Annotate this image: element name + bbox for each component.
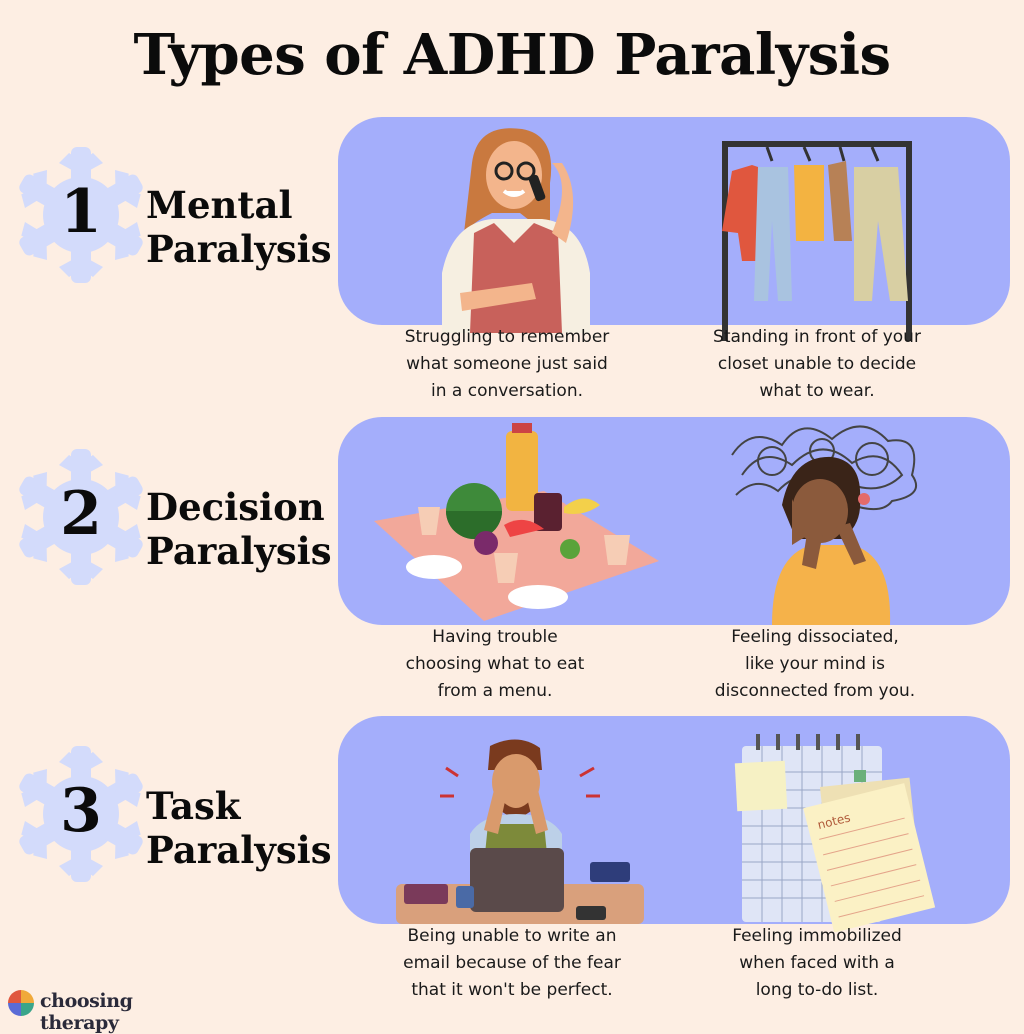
section-heading: Mental Paralysis [146,183,336,271]
page-title: Types of ADHD Paralysis [133,22,891,88]
heading-line-1: Mental [146,183,293,227]
notes-calendar-illustration: notes [734,734,936,932]
heading-line-2: Paralysis [146,227,332,271]
brand-logo: choosing therapy [6,986,206,1034]
section-number: 3 [60,776,102,846]
section-number: 2 [60,479,102,549]
logo-icon [8,990,34,1016]
overwhelmed-woman-illustration [731,425,917,625]
snowflake-icon [19,449,143,585]
snowflake-badge: 3 [18,744,144,884]
section-mental-paralysis: 1 Mental Paralysis Struggling to remembe… [0,117,1024,417]
heading-line-2: Paralysis [146,529,332,573]
woman-on-phone-illustration [442,128,590,333]
caption: Struggling to remember what someone just… [404,327,610,401]
heading-line-2: Paralysis [146,828,332,872]
heading-line-1: Task [146,784,241,828]
section-task-paralysis: 3 Task Paralysis [0,716,1024,1016]
stressed-man-illustration [396,739,644,924]
snowflake-badge: 1 [18,145,144,285]
picnic-spread-illustration [374,423,659,621]
snowflake-icon [19,147,143,283]
section-number: 1 [60,177,102,247]
caption: Feeling immobilized when faced with a lo… [732,926,902,1000]
section-heading: Task Paralysis [146,784,336,872]
section-heading: Decision Paralysis [146,485,336,573]
caption: Being unable to write an email because o… [403,926,621,1000]
caption: Feeling dissociated, like your mind is d… [714,627,916,701]
snowflake-icon [19,746,143,882]
caption: Standing in front of your closet unable … [713,327,921,401]
snowflake-badge: 2 [18,447,144,587]
clothes-rack-illustration [722,141,912,341]
heading-line-1: Decision [146,485,325,529]
section-decision-paralysis: 2 Decision Paralysis [0,417,1024,717]
brand-name: choosing therapy [40,990,133,1034]
caption: Having trouble choosing what to eat from… [405,627,585,701]
